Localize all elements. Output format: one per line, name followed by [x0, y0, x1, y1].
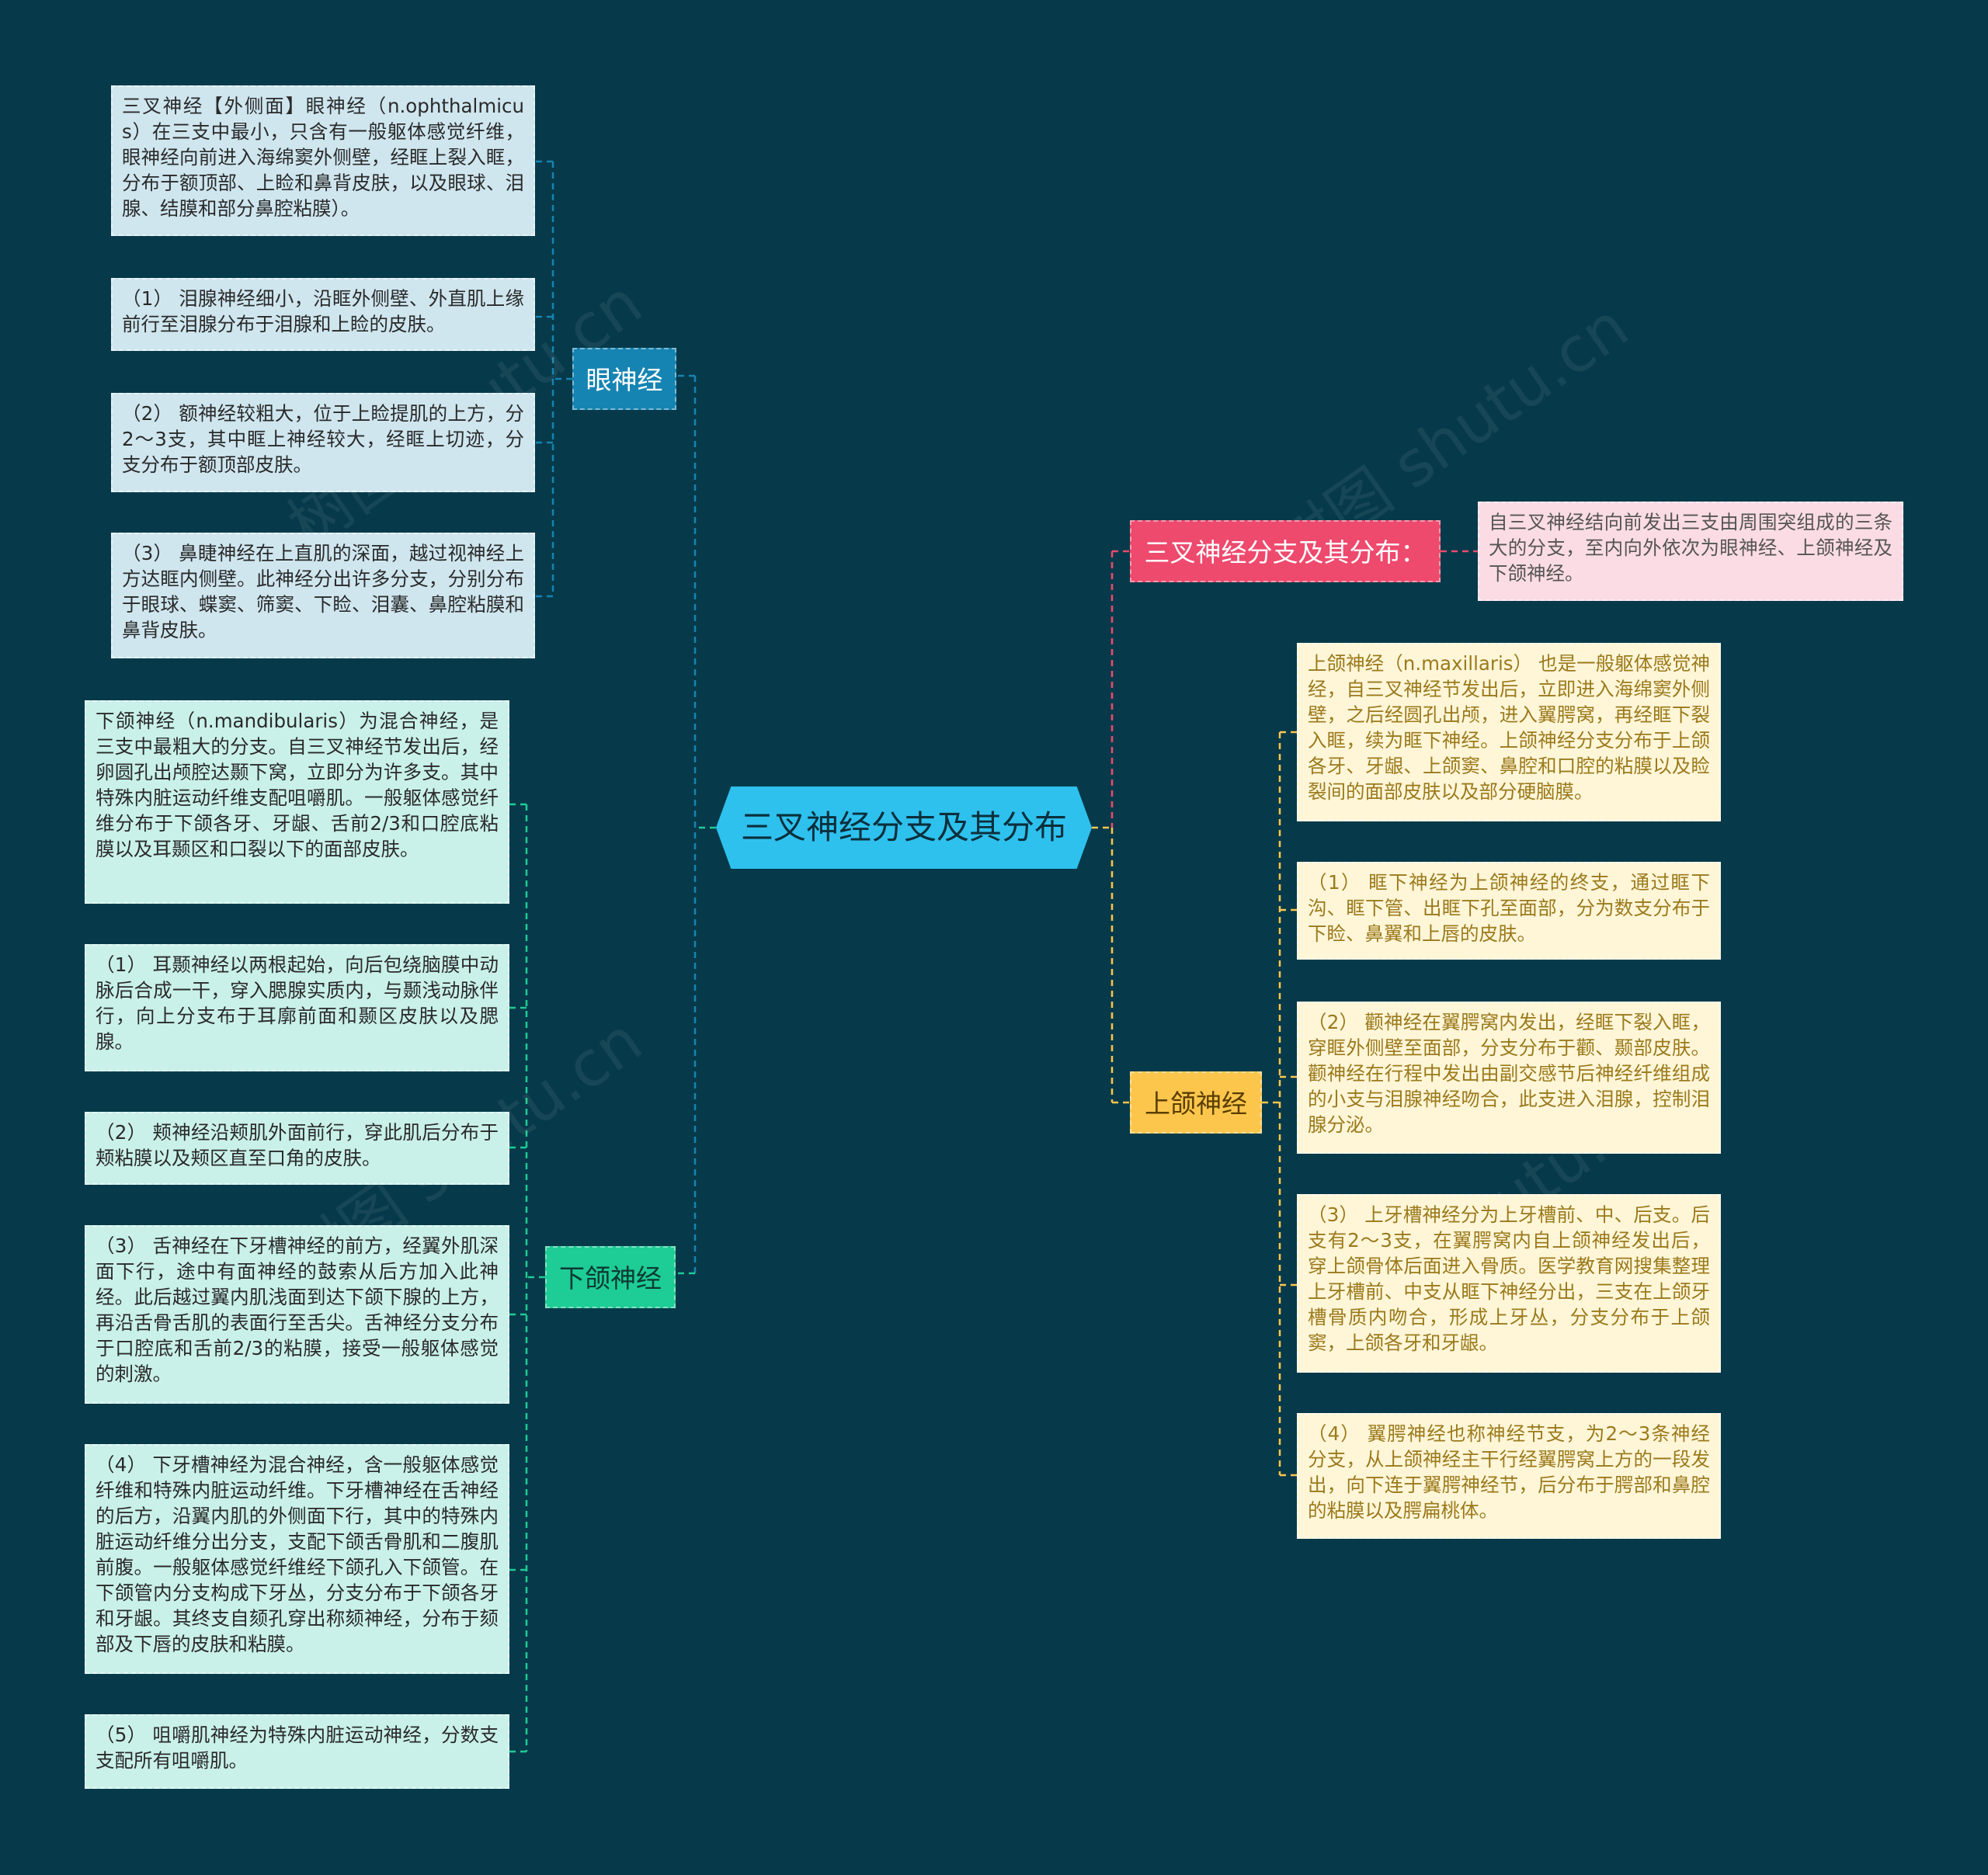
maxillary-leaf-0[interactable]: 上颌神经（n.maxillaris） 也是一般躯体感觉神经，自三叉神经节发出后，… — [1297, 643, 1721, 821]
maxillary-leaf-1[interactable]: （1） 眶下神经为上颌神经的终支，通过眶下沟、眶下管、出眶下孔至面部，分为数支分… — [1297, 862, 1721, 960]
branch-maxillary-nerve[interactable]: 上颌神经 — [1130, 1071, 1262, 1134]
branch-mandibular-nerve[interactable]: 下颌神经 — [545, 1246, 676, 1308]
root-topic[interactable]: 三叉神经分支及其分布 — [716, 786, 1092, 869]
mandibular-leaf-4[interactable]: （4） 下牙槽神经为混合神经，含一般躯体感觉纤维和特殊内脏运动纤维。下牙槽神经在… — [85, 1444, 509, 1674]
mandibular-leaf-3[interactable]: （3） 舌神经在下牙槽神经的前方，经翼外肌深面下行，途中有面神经的鼓索从后方加入… — [85, 1225, 509, 1404]
mandibular-leaf-0[interactable]: 下颌神经（n.mandibularis）为混合神经，是三支中最粗大的分支。自三叉… — [85, 700, 509, 904]
maxillary-leaf-4[interactable]: （4） 翼腭神经也称神经节支，为2～3条神经分支，从上颌神经主干行经翼腭窝上方的… — [1297, 1413, 1721, 1539]
mandibular-leaf-1[interactable]: （1） 耳颞神经以两根起始，向后包绕脑膜中动脉后合成一干，穿入腮腺实质内，与颞浅… — [85, 944, 509, 1071]
branch-ophthalmic-nerve[interactable]: 眼神经 — [572, 348, 676, 410]
branch-summary[interactable]: 三叉神经分支及其分布： — [1130, 520, 1441, 582]
mandibular-leaf-2[interactable]: （2） 颊神经沿颊肌外面前行，穿此肌后分布于颊粘膜以及颊区直至口角的皮肤。 — [85, 1112, 509, 1185]
summary-leaf-0[interactable]: 自三叉神经结向前发出三支由周围突组成的三条大的分支，至内向外依次为眼神经、上颌神… — [1478, 502, 1903, 601]
eye-leaf-3[interactable]: （3） 鼻睫神经在上直肌的深面，越过视神经上方达眶内侧壁。此神经分出许多分支，分… — [111, 533, 535, 658]
maxillary-leaf-2[interactable]: （2） 颧神经在翼腭窝内发出，经眶下裂入眶，穿眶外侧壁至面部，分支分布于颧、颞部… — [1297, 1002, 1721, 1154]
eye-leaf-2[interactable]: （2） 额神经较粗大，位于上睑提肌的上方，分2～3支，其中眶上神经较大，经眶上切… — [111, 393, 535, 492]
eye-leaf-0[interactable]: 三叉神经【外侧面】眼神经（n.ophthalmicus）在三支中最小，只含有一般… — [111, 85, 535, 236]
mandibular-leaf-5[interactable]: （5） 咀嚼肌神经为特殊内脏运动神经，分数支支配所有咀嚼肌。 — [85, 1714, 509, 1789]
maxillary-leaf-3[interactable]: （3） 上牙槽神经分为上牙槽前、中、后支。后支有2～3支，在翼腭窝内自上颌神经发… — [1297, 1194, 1721, 1373]
eye-leaf-1[interactable]: （1） 泪腺神经细小，沿眶外侧壁、外直肌上缘前行至泪腺分布于泪腺和上睑的皮肤。 — [111, 278, 535, 351]
